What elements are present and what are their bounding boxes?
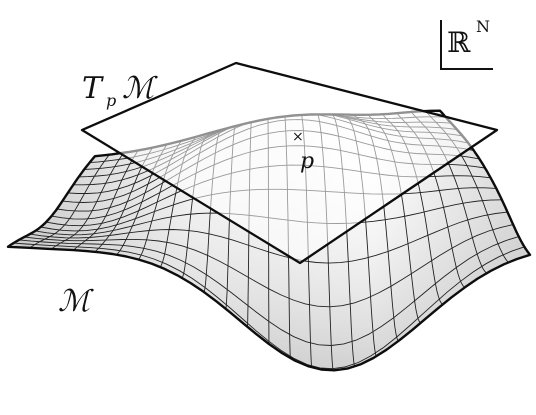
ambient-space-R: ℝ [447,26,471,59]
tangent-plane-label-p: p [106,91,116,110]
manifold-grid-line-v [18,236,519,346]
ambient-space-label: ℝ N [440,17,493,70]
tangent-plane-label-T: T [82,71,104,106]
ambient-space-axes [440,20,493,70]
point-marker: × [292,129,304,145]
manifold-grid-line-v [13,242,525,370]
ambient-space-N: N [476,17,490,36]
point-p: × p [292,129,314,174]
manifold-grid-line-v [29,211,508,264]
tangent-plane-label: T p ℳ [82,71,158,110]
tangent-plane-fill [82,63,497,263]
tangent-plane-label-M: ℳ [122,71,158,106]
point-label: p [300,149,314,174]
tangent-plane [80,61,499,265]
manifold-label: ℳ [58,284,94,319]
tangent-plane-outline [80,61,499,265]
manifold-grid-line-v [24,224,514,308]
